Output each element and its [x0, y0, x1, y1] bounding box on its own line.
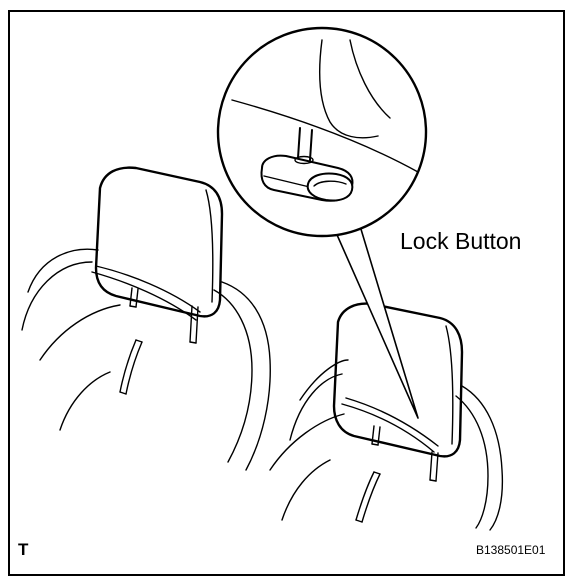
lock-button-icon	[260, 154, 354, 202]
left-headrest	[94, 166, 224, 344]
right-headrest	[332, 302, 464, 482]
detail-magnifier	[216, 26, 428, 419]
corner-code-label: T	[18, 540, 29, 559]
left-seat	[21, 248, 271, 471]
right-seat	[269, 359, 504, 531]
lock-button-label: Lock Button	[400, 228, 522, 254]
figure-id-label: B138501E01	[476, 543, 546, 557]
